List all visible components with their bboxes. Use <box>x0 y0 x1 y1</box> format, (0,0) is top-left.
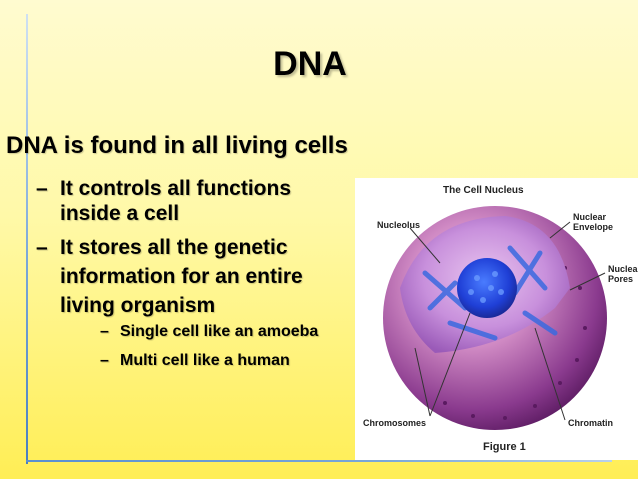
sub-bullet-1-line-1: It controls all functions <box>60 177 292 200</box>
chromosomes <box>422 245 558 341</box>
figure-title: The Cell Nucleus <box>443 185 524 196</box>
label-nuclear-envelope-1: Nuclear <box>573 212 607 222</box>
figure-caption: Figure 1 <box>483 441 526 453</box>
sub-sub-bullet-2-text: Multi cell like a human <box>120 352 290 369</box>
bullet-dash: – <box>36 177 48 200</box>
sub-bullet-2-line-2: information for an entire <box>60 265 303 288</box>
main-bullet: DNA is found in all living cells <box>6 132 348 159</box>
nucleolus <box>457 258 517 318</box>
cell-nucleus-illustration <box>383 206 607 430</box>
sub-sub-bullet-1-text: Single cell like an amoeba <box>120 323 319 340</box>
slide-title: DNA <box>273 45 347 83</box>
label-nuclear-envelope-2: Envelope <box>573 222 614 232</box>
sub-bullet-2-line-1: It stores all the genetic <box>60 236 288 259</box>
bottom-accent-line <box>26 460 612 462</box>
label-chromatin: Chromatin <box>568 418 613 428</box>
cell-nucleus-figure: The Cell Nucleus Nucleolus Nuclear Envel… <box>355 178 638 460</box>
bullet-dash: – <box>100 323 109 340</box>
bullet-dash: – <box>100 352 109 369</box>
label-chromosomes: Chromosomes <box>363 418 427 428</box>
label-nuclear-pores-2: Pores <box>608 274 634 284</box>
sub-bullet-1-line-2: inside a cell <box>60 202 180 225</box>
left-accent-line <box>26 14 28 464</box>
sub-bullet-2-line-3: living organism <box>60 294 216 317</box>
label-nucleolus: Nucleolus <box>377 220 421 230</box>
leader-lines <box>409 221 606 421</box>
label-nuclear-pores-1: Nuclea <box>608 264 638 274</box>
bullet-dash: – <box>36 236 48 259</box>
